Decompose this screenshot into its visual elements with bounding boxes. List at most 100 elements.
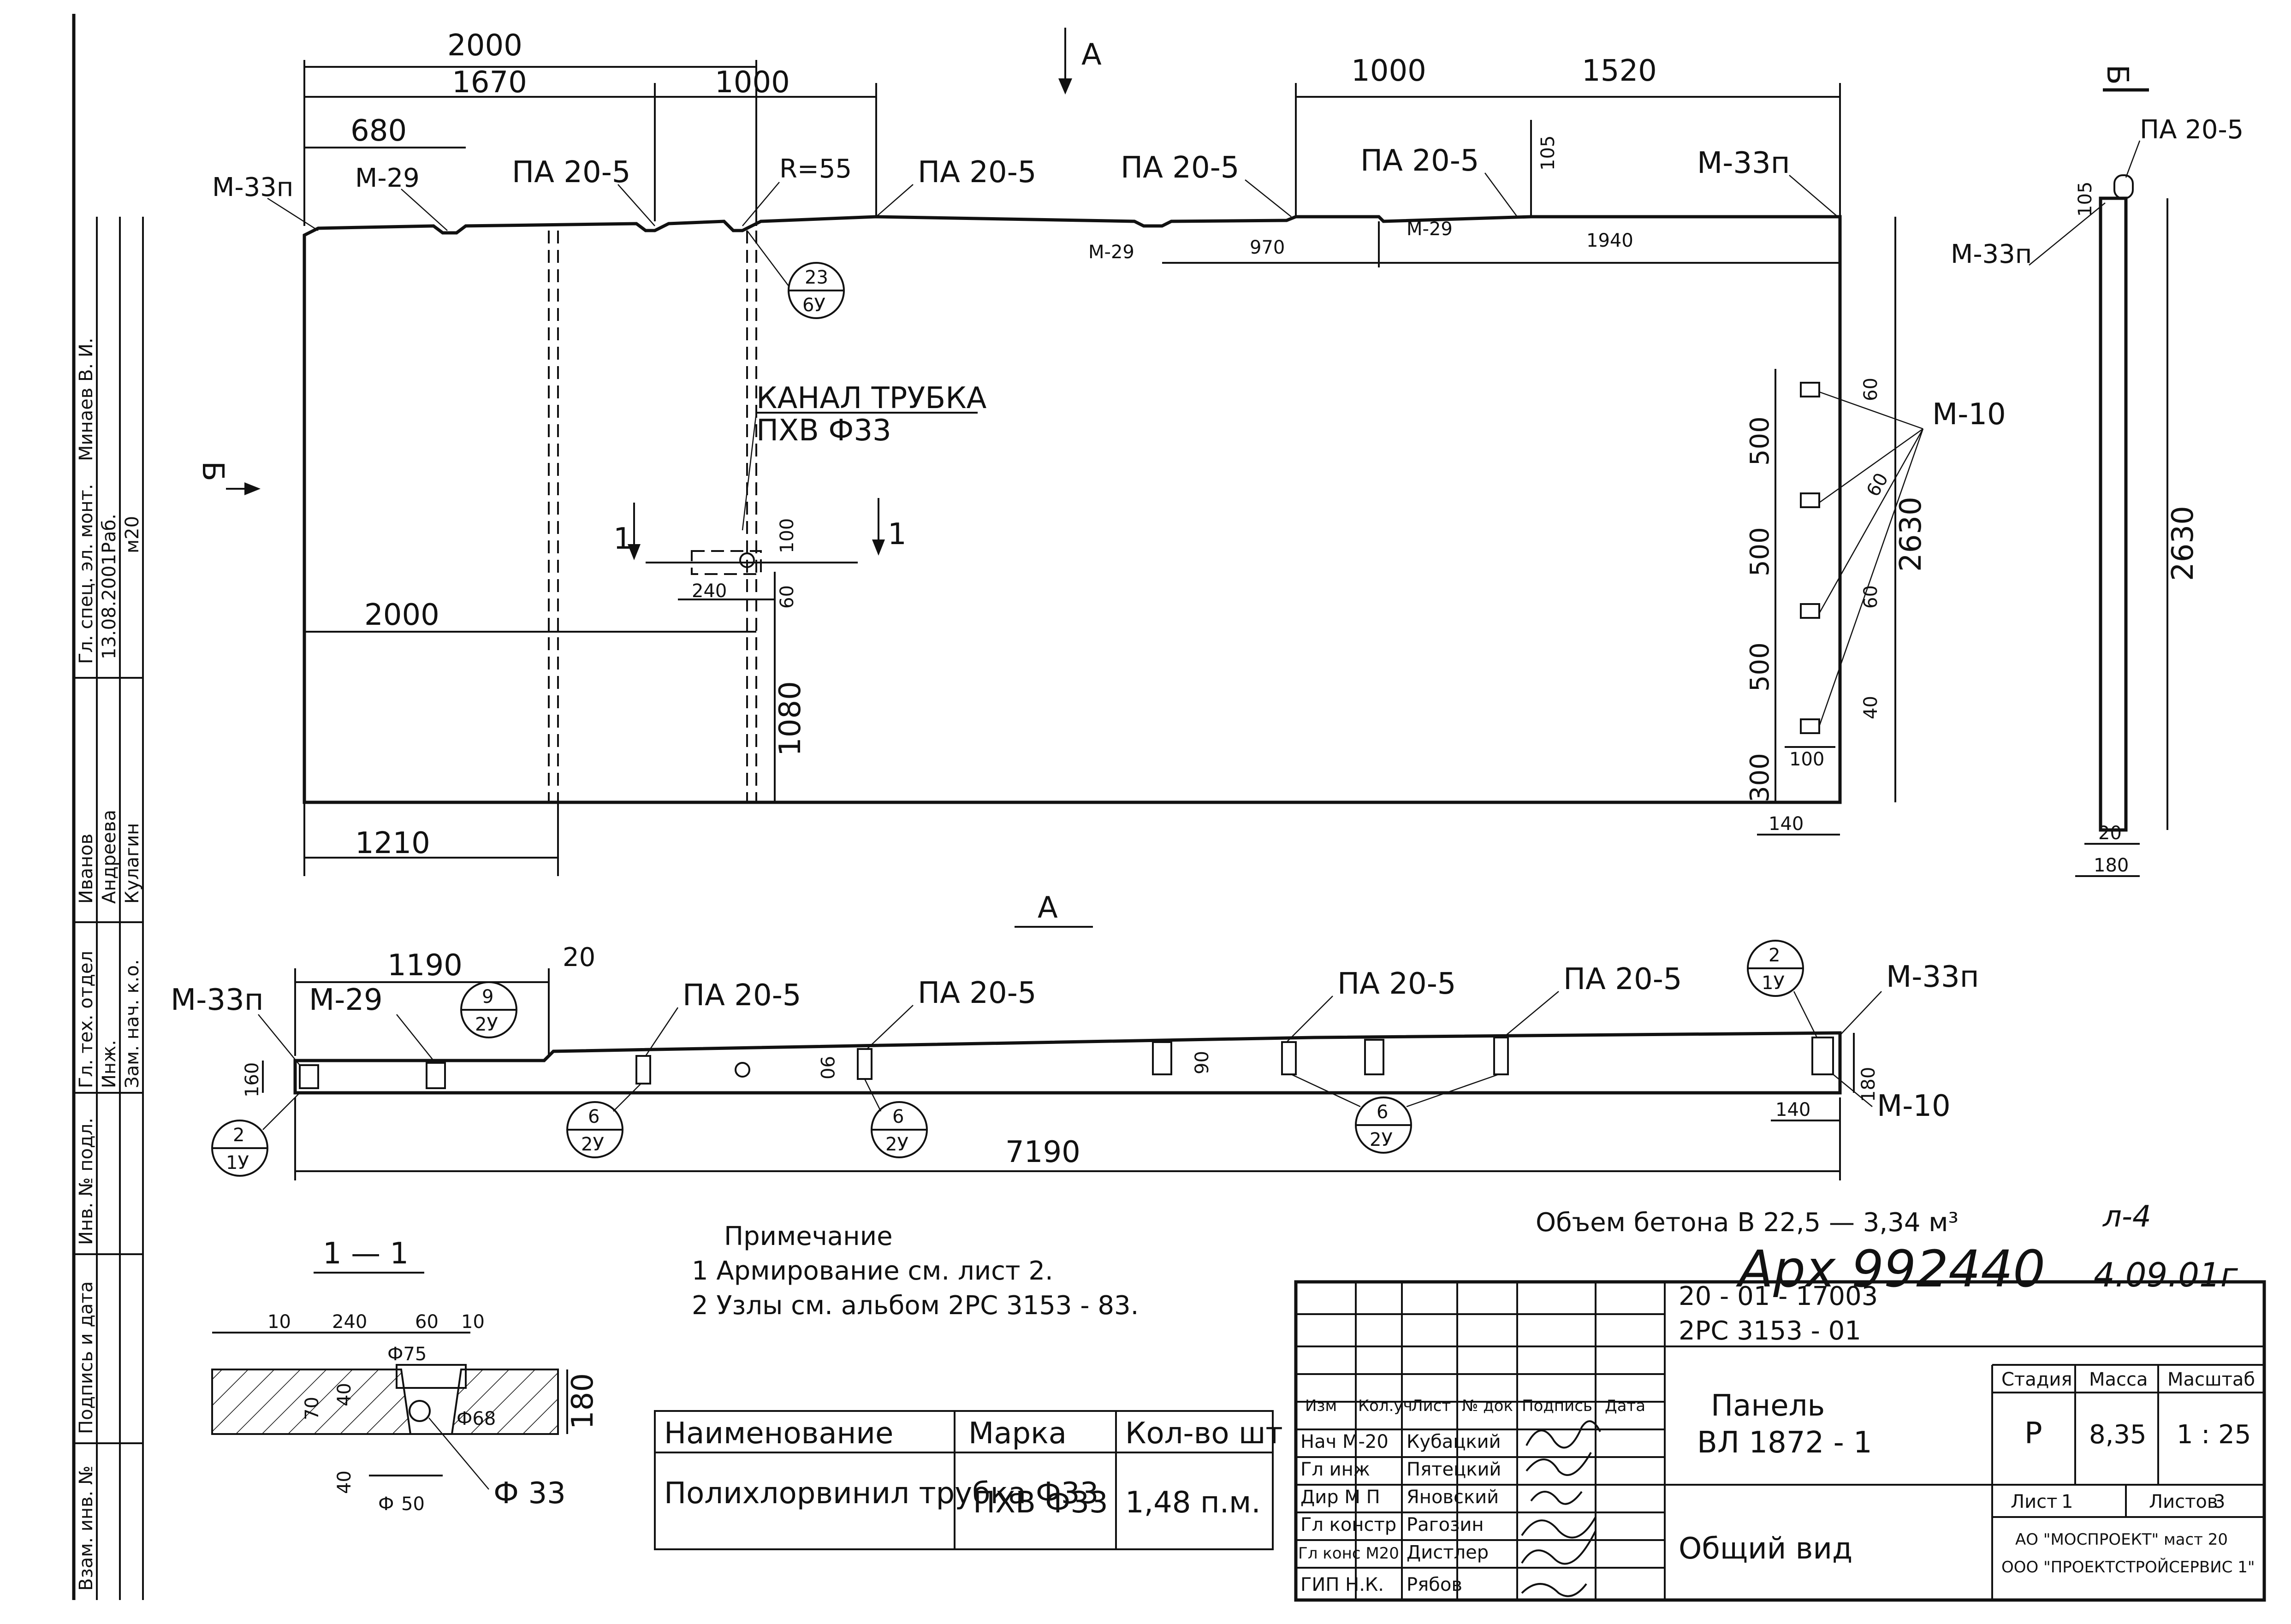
dim-1080: 1080 (773, 681, 807, 756)
callout-2r-bottom: 1У (1762, 972, 1785, 994)
dim-1000-left: 1000 (715, 65, 790, 100)
sheets-value: 3 (2214, 1491, 2225, 1512)
dim-1520: 1520 (1582, 54, 1657, 88)
plan-callout-6-2u-c: 6 2У (1291, 1073, 1499, 1154)
section-1-right: 1 (888, 517, 907, 551)
scale-label: Масштаб (2167, 1369, 2255, 1390)
plan-dim-90: 90 (816, 1056, 837, 1079)
section-a-top-label: А (1081, 38, 1102, 72)
stage-value: Р (2024, 1417, 2042, 1451)
side-dim-180: 180 (2094, 855, 2129, 876)
sec-dim-40-b: 40 (334, 1470, 355, 1494)
callout-6c-top: 6 (1377, 1102, 1388, 1123)
dim-680: 680 (350, 114, 407, 148)
label-m33p-right: М-33п (1697, 146, 1790, 180)
dim-500-a: 500 (1745, 416, 1775, 466)
label-pa-3: ПА 20-5 (1121, 151, 1240, 185)
person-name-2: Яновский (1407, 1487, 1499, 1508)
signature-5 (1521, 1583, 1587, 1597)
rev-header-izm: Изм (1305, 1397, 1337, 1415)
handwritten-date: 4.09.01г (2094, 1256, 2238, 1294)
callout-6b-bottom: 2У (885, 1134, 908, 1155)
strip-raw: Раб. (99, 514, 120, 553)
label-m29-b2: М-29 (1407, 219, 1453, 240)
plan-label-pa-4: ПА 20-5 (1563, 962, 1682, 996)
concrete-volume: Объем бетона В 22,5 — 3,34 м³ (1536, 1208, 1959, 1238)
signature-0 (1525, 1420, 1601, 1449)
callout-2r-top: 2 (1769, 945, 1780, 966)
sheet-value: 1 (2061, 1491, 2073, 1512)
side-dim-105: 105 (2075, 182, 2096, 217)
sec-phi33: Ф 33 (493, 1476, 566, 1511)
signature-3 (1521, 1517, 1597, 1539)
person-role-3: Гл констр (1300, 1514, 1396, 1535)
front-view: 2000 1670 1000 680 1000 1520 105 М-33п М… (212, 29, 2006, 876)
label-r55: R=55 (779, 154, 852, 184)
dim-2000-mid: 2000 (364, 598, 439, 632)
strip-spec-name: Минаев В. И. (76, 338, 97, 461)
plan-label-m33p-left: М-33п (171, 983, 264, 1017)
org-line-1: АО "МОСПРОЕКТ" маст 20 (2015, 1530, 2228, 1549)
sec-dim-10-a: 10 (267, 1311, 291, 1333)
callout-9-bottom: 2У (475, 1014, 498, 1035)
strip-kulagin: Кулагин (122, 823, 143, 904)
strip-inv-orig: Инв. № подл. (76, 1118, 97, 1245)
label-channel-1: КАНАЛ ТРУБКА (756, 381, 987, 415)
callout-2l-top: 2 (233, 1125, 244, 1146)
plan-label-m29: М-29 (309, 983, 383, 1017)
sec-dim-70: 70 (302, 1397, 323, 1420)
plan-callout-6-2u-b: 6 2У (864, 1079, 928, 1158)
rev-header-doc: № док (1462, 1397, 1513, 1415)
sec-dim-40-a: 40 (334, 1383, 355, 1406)
label-pa-2: ПА 20-5 (918, 155, 1037, 190)
dim-240-ch: 240 (692, 581, 727, 602)
rev-header-sign: Подпись (1522, 1397, 1592, 1415)
side-dim-20: 20 (2098, 823, 2122, 844)
callout-9-top: 9 (482, 986, 493, 1008)
strip-ivanov: Иванов (76, 834, 97, 904)
spec-table: Наименование Марка Кол-во шт Полихлорвин… (654, 1410, 1283, 1550)
left-binding-strip: Гл. спец. эл. монт. Минаев В. И. Раб. м2… (72, 14, 144, 1600)
sec-phi68: Ф68 (457, 1408, 496, 1429)
label-channel-2: ПХВ Ф33 (756, 414, 891, 448)
plan-callout-9-2u: 9 2У (460, 981, 517, 1038)
person-role-4: Гл конс М20 (1298, 1544, 1399, 1563)
spec-row-qty: 1,48 п.м. (1125, 1486, 1261, 1520)
strip-date: 13.08.2001 (99, 554, 120, 659)
sheets-label: Листов (2149, 1491, 2218, 1512)
strip-eng: Инж. (99, 1040, 120, 1088)
dim-2630: 2630 (1894, 497, 1928, 572)
callout-2l-bottom: 1У (226, 1152, 249, 1174)
dim-60-c: 60 (1860, 585, 1881, 609)
section-b-left-label: Б (196, 461, 230, 481)
callout-23-bottom: 6У (802, 295, 825, 316)
plan-dim-90-b: 90 (1192, 1051, 1213, 1074)
handwritten-archive: Арх 992440 (1736, 1239, 2045, 1298)
doc-code-1: 20 - 01 - 17003 (1679, 1281, 1878, 1311)
person-role-1: Гл инж (1300, 1459, 1370, 1480)
callout-23-top: 23 (805, 267, 828, 288)
dim-140: 140 (1769, 813, 1804, 835)
title-block: Изм Кол.уч Лист № док Подпись Дата Нач М… (1294, 1280, 2266, 1602)
person-name-3: Рагозин (1407, 1514, 1484, 1535)
dim-105: 105 (1537, 136, 1559, 171)
org-line-2: ООО "ПРОЕКТСТРОЙСЕРВИС 1" (2001, 1558, 2255, 1577)
plan-callout-2-1u-left: 2 1У (211, 1092, 300, 1177)
mass-value: 8,35 (2089, 1420, 2147, 1450)
person-name-4: Дистлер (1407, 1542, 1489, 1563)
spec-header-name: Наименование (664, 1417, 893, 1451)
plan-label-m33p-right: М-33п (1886, 960, 1979, 994)
dim-60-a: 60 (1860, 378, 1881, 401)
plan-dim-140: 140 (1775, 1099, 1810, 1120)
label-m33p-left: М-33п (212, 172, 293, 202)
sec-phi75: Ф75 (387, 1344, 427, 1365)
signature-4 (1521, 1530, 1597, 1565)
person-role-0: Нач М-20 (1300, 1431, 1389, 1452)
dim-1940: 1940 (1586, 230, 1633, 251)
plan-dim-180: 180 (1858, 1067, 1879, 1102)
plan-label-m10: М-10 (1877, 1089, 1951, 1123)
note-1: 1 Армирование см. лист 2. (692, 1256, 1053, 1286)
scale-value: 1 : 25 (2177, 1420, 2251, 1450)
section-1-1-title: 1 — 1 (323, 1237, 409, 1271)
